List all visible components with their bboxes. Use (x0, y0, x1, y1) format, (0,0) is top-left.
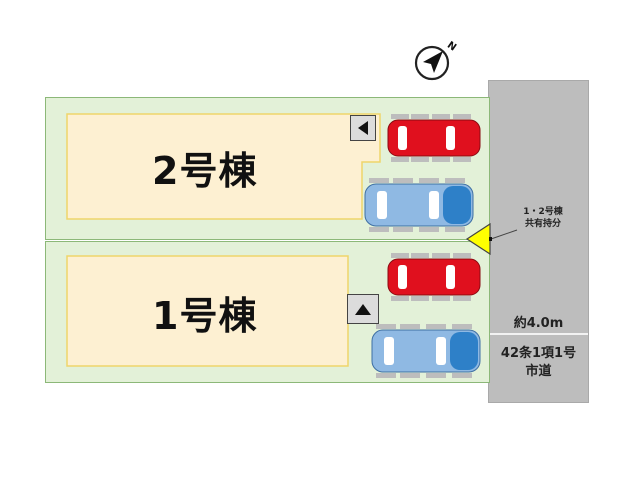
road-type-label: 42条1項1号 (500, 346, 577, 361)
parking-blue-car-1 (371, 324, 481, 378)
arrow-up-icon (355, 303, 371, 315)
building-1-label: 1号棟 (152, 294, 258, 338)
road-width-label: 約4.0m (513, 316, 564, 331)
svg-text:N: N (445, 40, 458, 54)
shared-access-label-line2: 共有持分 (524, 219, 561, 229)
building-2-footprint (66, 113, 381, 220)
entry-arrow-1 (347, 294, 379, 324)
parking-blue-car-2 (364, 178, 474, 232)
parking-red-car-1 (387, 253, 481, 301)
shared-access-label-line1: 1・2号棟 (523, 207, 563, 217)
north-arrow-icon: N (414, 40, 458, 81)
compass: N (410, 36, 460, 84)
road-type-label-2: 市道 (525, 364, 552, 379)
building-1-footprint (66, 255, 349, 367)
shared-access-label: 1・2号棟 共有持分 (515, 206, 571, 230)
entry-arrow-2 (350, 115, 376, 141)
parking-red-car-2 (387, 114, 481, 162)
road-divider (489, 333, 588, 335)
building-2-label: 2号棟 (152, 149, 258, 193)
shared-access-marker (465, 222, 518, 256)
arrow-left-icon (358, 121, 368, 135)
